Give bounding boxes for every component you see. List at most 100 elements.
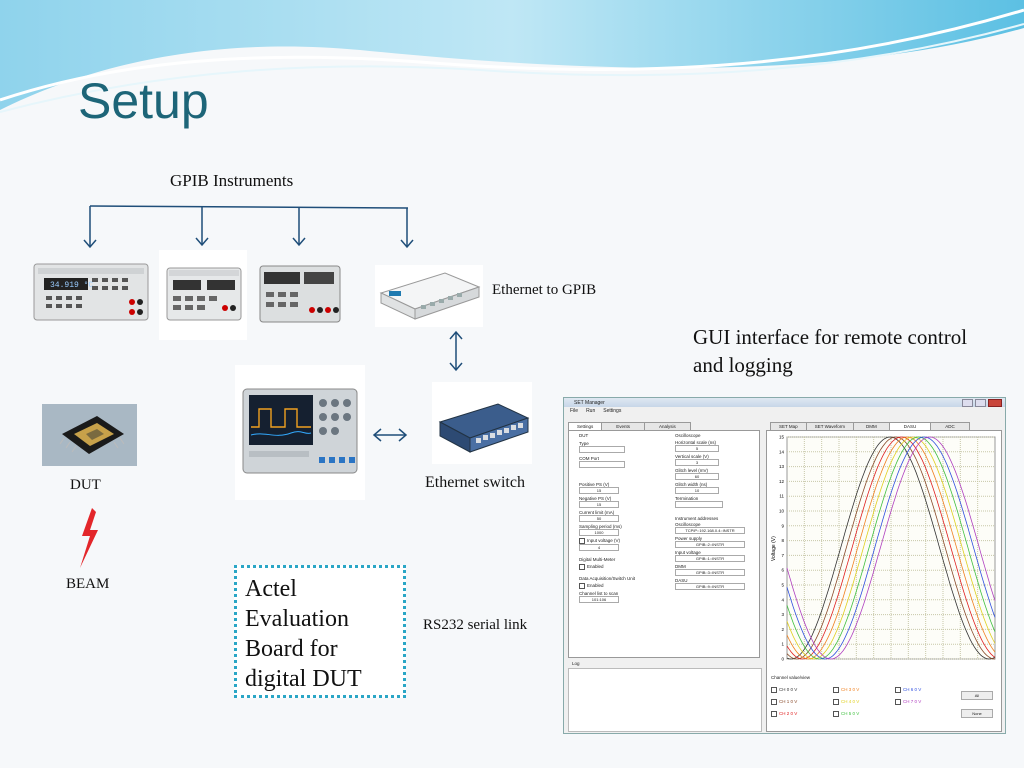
input-voltage-checkbox[interactable] [579,538,585,544]
channel-value: 0 V [790,687,798,693]
instrument-addresses-title: Instrument addresses [675,516,719,521]
svg-text:34.919 °C: 34.919 °C [50,281,93,290]
none-button[interactable]: None [961,709,993,718]
channel-item[interactable]: CH 3 0 V [833,687,859,693]
channel-view-label: Channel value/view [771,675,811,680]
channel-name: CH 6 [903,687,915,693]
address-oscilloscope-label: Oscilloscope [675,522,701,527]
channel-checkbox[interactable] [771,711,777,717]
current-limit-input[interactable]: 50 [579,515,619,522]
set-manager-window: SET Manager File Run Settings Settings E… [563,397,1006,734]
daq-enabled-checkbox[interactable] [579,583,585,589]
channel-item[interactable]: CH 4 0 V [833,699,859,705]
tab-events[interactable]: Events [601,422,646,430]
tab-dasu[interactable]: DASU [888,422,932,430]
gpib-bus-diagram [83,205,414,249]
com-port-select[interactable] [579,461,625,468]
channel-checkbox[interactable] [833,711,839,717]
channel-item[interactable]: CH 0 0 V [771,687,797,693]
glitch-level-input[interactable]: 60 [675,473,719,480]
channel-item[interactable]: CH 7 0 V [895,699,921,705]
window-titlebar: SET Manager [564,398,1005,407]
y-tick-label: 12 [779,479,785,484]
channel-trace [786,436,996,660]
vertical-scale-input[interactable]: 3 [675,459,719,466]
tab-set-waveform[interactable]: SET Waveform [805,422,854,430]
channel-item[interactable]: CH 6 0 V [895,687,921,693]
tab-set-map[interactable]: SET Map [770,422,807,430]
y-tick-label: 1 [781,642,784,647]
y-tick-label: 14 [779,449,785,454]
channel-item[interactable]: CH 2 0 V [771,711,797,717]
channel-checkbox[interactable] [895,687,901,693]
current-limit-label: Current limit (mA) [579,510,615,515]
address-power-supply-label: Power supply [675,536,703,541]
channel-name: CH 0 [779,687,791,693]
type-label: Type [579,441,589,446]
input-voltage-input[interactable]: 4 [579,544,619,551]
positive-ps-input[interactable]: 15 [579,487,619,494]
window-title: SET Manager [574,399,605,406]
daq-enabled-label: Enabled [587,583,604,589]
maximize-icon[interactable] [975,398,986,407]
termination-select[interactable] [675,501,723,508]
tab-settings[interactable]: Settings [568,422,603,430]
channel-checkbox[interactable] [895,699,901,705]
channel-name: CH 1 [779,699,791,705]
y-tick-label: 11 [779,494,784,499]
address-oscilloscope-input[interactable]: TCPIP::192.168.0.4::INSTR [675,527,745,534]
tab-analysis[interactable]: Analysis [644,422,691,430]
tab-dmm[interactable]: DMM [852,422,890,430]
ethernet-gpib-adapter [375,265,483,327]
address-dasu-label: DASU [675,578,688,583]
horizontal-scale-input[interactable]: 5 [675,445,719,452]
menu-settings[interactable]: Settings [603,408,622,414]
right-tabs: SET Map SET Waveform DMM DASU ADC [766,422,1002,430]
oscilloscope-group-title: Oscilloscope [675,433,701,438]
instrument-power-supply-2 [256,262,344,326]
y-tick-label: 4 [781,597,784,602]
channel-checkbox[interactable] [771,687,777,693]
termination-label: Termination [675,496,699,501]
address-dasu-input[interactable]: GPIB::9::INSTR [675,583,745,590]
y-tick-label: 9 [781,523,784,528]
menu-run[interactable]: Run [586,408,596,414]
address-dmm-input[interactable]: GPIB::3::INSTR [675,569,745,576]
oscilloscope-image [235,365,365,500]
close-icon[interactable] [988,398,1002,407]
slide-title: Setup [78,73,209,129]
address-input-voltage-label: Input voltage [675,550,701,555]
channel-item[interactable]: CH 5 0 V [833,711,859,717]
com-port-label: COM Port [579,456,600,461]
glitch-width-label: Glitch width (ns) [675,482,708,487]
dmm-enabled-label: Enabled [587,564,604,570]
channel-checkbox[interactable] [771,699,777,705]
y-tick-label: 5 [781,583,784,588]
instrument-multimeter: 34.919 °C [32,260,150,322]
channel-checkbox[interactable] [833,687,839,693]
channel-checkbox[interactable] [833,699,839,705]
double-arrow-vertical-icon [449,330,463,372]
y-tick-label: 10 [779,509,785,514]
menu-file[interactable]: File [570,408,579,414]
input-voltage-label: Input voltage (V) [587,538,621,544]
type-select[interactable] [579,446,625,453]
channel-item[interactable]: CH 1 0 V [771,699,797,705]
tab-adc[interactable]: ADC [930,422,970,430]
minimize-icon[interactable] [962,398,973,407]
channel-list-input[interactable]: 101:106 [579,596,619,603]
all-button[interactable]: All [961,691,993,700]
horizontal-scale-label: Horizontal scale (ns) [675,440,717,445]
glitch-width-input[interactable]: 10 [675,487,719,494]
ethernet-to-gpib-label: Ethernet to GPIB [492,282,597,298]
negative-ps-input[interactable]: 15 [579,501,619,508]
address-input-voltage-input[interactable]: GPIB::1::INSTR [675,555,745,562]
gpib-instruments-label: GPIB Instruments [170,171,294,190]
sampling-period-input[interactable]: 1000 [579,529,619,536]
daq-section-label: Data Acquisition/Switch Unit [579,576,636,581]
address-power-supply-input[interactable]: GPIB::2::INSTR [675,541,745,548]
dmm-enabled-checkbox[interactable] [579,564,585,570]
negative-ps-label: Negative PS (V) [579,496,612,501]
channel-trace [786,436,996,660]
instrument-power-supply-1 [159,250,247,340]
